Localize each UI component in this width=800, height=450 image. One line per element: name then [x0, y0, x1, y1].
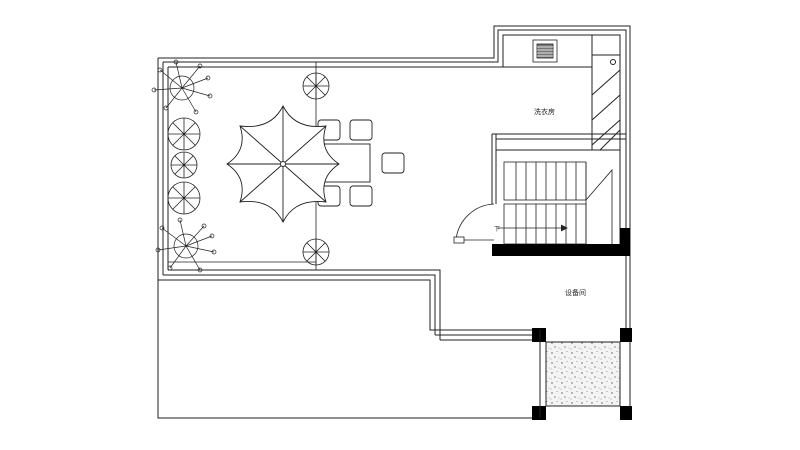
- planter-2: [170, 151, 198, 179]
- shrub-top-left: [151, 59, 213, 115]
- solid-walls: [492, 228, 632, 420]
- dining-chairs: [317, 119, 405, 207]
- chair-end: [381, 152, 405, 174]
- drain-icon: [610, 59, 616, 65]
- planter-3: [167, 181, 201, 215]
- room-label-equipment: 设备间: [565, 288, 586, 297]
- planters-left-column: [167, 72, 330, 266]
- stair-treads: [503, 161, 613, 245]
- stair-enclosure: [491, 133, 626, 204]
- washing-machine: [532, 39, 558, 63]
- room-label-laundry: 洗衣房: [534, 107, 555, 116]
- right-walls: [619, 150, 631, 418]
- equipment-room: [539, 330, 621, 418]
- outer-slab-outline: [157, 279, 540, 419]
- shrub-bottom-left: [155, 217, 217, 273]
- chair-top-2: [349, 119, 373, 141]
- stair-direction-arrow: [498, 224, 568, 232]
- stair-arrow-label: 下: [494, 226, 500, 233]
- terrace-parapet: [157, 25, 631, 341]
- entry-door: [453, 203, 495, 244]
- planter-top-mid: [302, 72, 330, 100]
- patio-umbrella: [226, 104, 340, 224]
- planter-bottom-mid: [302, 238, 330, 266]
- chair-bottom-2: [349, 185, 373, 207]
- laundry-room: [503, 35, 621, 151]
- planter-1: [167, 117, 201, 151]
